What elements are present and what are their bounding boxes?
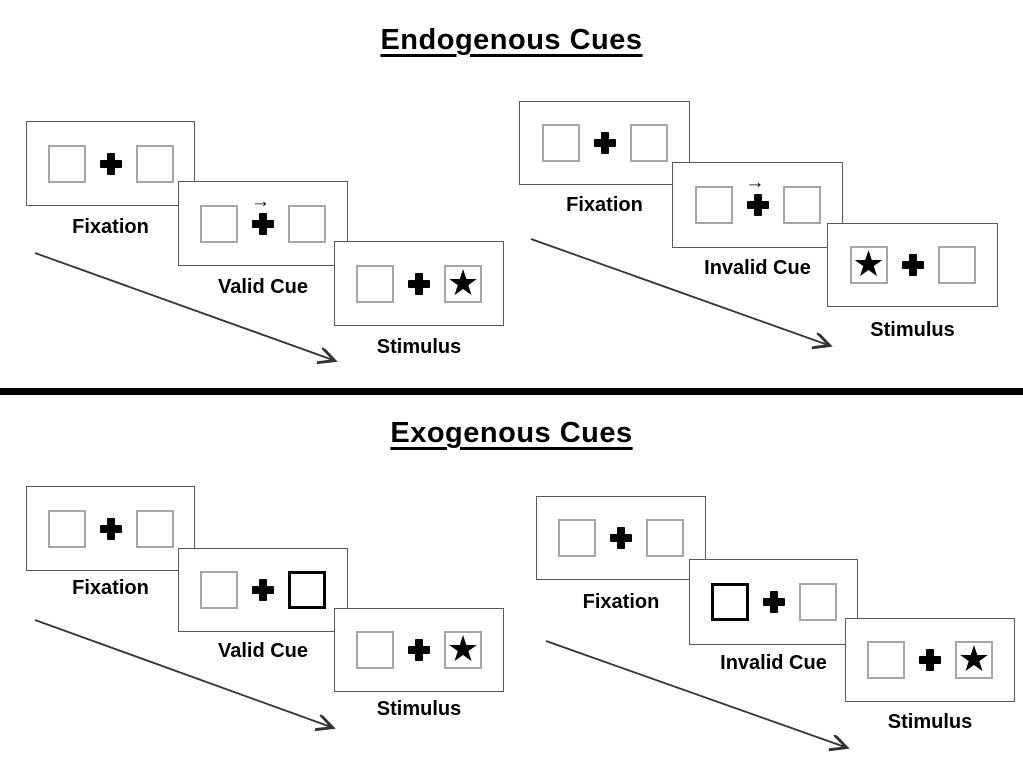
- fixation-cross: →: [746, 173, 769, 216]
- plus-icon: [408, 272, 430, 295]
- screen-label: Valid Cue: [217, 640, 309, 662]
- fixation-cross: [408, 272, 430, 295]
- screen-label: Fixation: [582, 591, 660, 613]
- left-placeholder-box: [200, 204, 238, 243]
- screen-label: Stimulus: [887, 711, 973, 733]
- section-divider-line: [0, 388, 1023, 395]
- fixation-cross: [99, 517, 122, 540]
- plus-icon: [762, 591, 785, 613]
- plus-icon: [610, 527, 632, 549]
- fixation-cross: [408, 639, 430, 661]
- plus-icon: [919, 649, 941, 671]
- endo-valid-cue-screen: →: [178, 181, 348, 266]
- fixation-cross: [252, 579, 274, 601]
- arrow-right-cue-icon: →: [251, 190, 270, 212]
- endo-valid-stimulus-screen: ★: [334, 241, 504, 326]
- plus-icon: [901, 254, 924, 276]
- left-placeholder-box: [558, 519, 596, 557]
- endo-valid-fixation-screen: [26, 121, 195, 206]
- right-placeholder-box: [782, 186, 821, 224]
- fixation-cross: [610, 527, 632, 549]
- plus-icon: [408, 639, 430, 661]
- exo-valid-cue-screen: [178, 548, 348, 632]
- endo-invalid-fixation-screen: [519, 101, 690, 185]
- plus-icon: [99, 517, 122, 540]
- star-stimulus-box: ★: [955, 641, 993, 679]
- left-placeholder-box: [356, 264, 394, 303]
- timeline-arrow: [34, 252, 342, 366]
- screen-label: Invalid Cue: [704, 257, 811, 279]
- endo-invalid-cue-screen: →: [672, 162, 843, 248]
- star-icon: ★: [852, 243, 885, 284]
- right-placeholder-box: [135, 509, 174, 548]
- endo-invalid-stimulus-screen: ★: [827, 223, 998, 307]
- right-placeholder-box: [629, 124, 668, 162]
- star-icon: ★: [446, 628, 480, 669]
- exo-invalid-stimulus-screen: ★: [845, 618, 1015, 702]
- plus-icon: [252, 579, 274, 601]
- timeline-arrow: [530, 238, 836, 352]
- star-stimulus-box: ★: [444, 631, 482, 669]
- screen-label: Invalid Cue: [720, 652, 827, 674]
- screen-label: Stimulus: [376, 336, 462, 358]
- left-placeholder-box: [694, 186, 733, 224]
- star-icon: ★: [446, 261, 480, 303]
- exo-invalid-fixation-screen: [536, 496, 706, 580]
- exo-valid-stimulus-screen: ★: [334, 608, 504, 692]
- fixation-cross: [762, 591, 785, 613]
- right-placeholder-box: [937, 246, 976, 284]
- left-placeholder-box: [867, 641, 905, 679]
- right-placeholder-box: [288, 204, 326, 243]
- highlighted-cue-box: [288, 571, 326, 609]
- star-stimulus-box: ★: [444, 261, 482, 303]
- arrow-right-cue-icon: →: [745, 172, 765, 193]
- fixation-cross: [919, 649, 941, 671]
- fixation-cross: →: [251, 192, 274, 235]
- fixation-cross: [901, 254, 924, 276]
- left-placeholder-box: [541, 124, 580, 162]
- endogenous-section-title: Endogenous Cues: [380, 24, 643, 56]
- exo-valid-fixation-screen: [26, 486, 195, 571]
- plus-icon: [746, 194, 769, 216]
- right-placeholder-box: [135, 144, 174, 183]
- exo-invalid-cue-screen: [689, 559, 858, 645]
- highlighted-cue-box: [710, 583, 749, 621]
- star-stimulus-box: ★: [849, 243, 888, 284]
- left-placeholder-box: [47, 144, 86, 183]
- star-icon: ★: [957, 638, 991, 679]
- screen-label: Stimulus: [376, 698, 462, 720]
- plus-icon: [593, 132, 616, 154]
- plus-icon: [252, 212, 274, 235]
- right-placeholder-box: [798, 583, 837, 621]
- screen-label: Fixation: [566, 194, 643, 216]
- screen-label: Valid Cue: [217, 276, 309, 298]
- right-placeholder-box: [646, 519, 684, 557]
- fixation-cross: [593, 132, 616, 154]
- screen-label: Stimulus: [870, 319, 955, 341]
- timeline-arrow: [545, 640, 853, 754]
- left-placeholder-box: [47, 509, 86, 548]
- left-placeholder-box: [356, 631, 394, 669]
- left-placeholder-box: [200, 571, 238, 609]
- exogenous-section-title: Exogenous Cues: [390, 417, 633, 449]
- fixation-cross: [99, 152, 122, 175]
- screen-label: Fixation: [72, 216, 149, 238]
- plus-icon: [99, 152, 122, 175]
- screen-label: Fixation: [72, 577, 149, 599]
- timeline-arrow: [34, 619, 340, 734]
